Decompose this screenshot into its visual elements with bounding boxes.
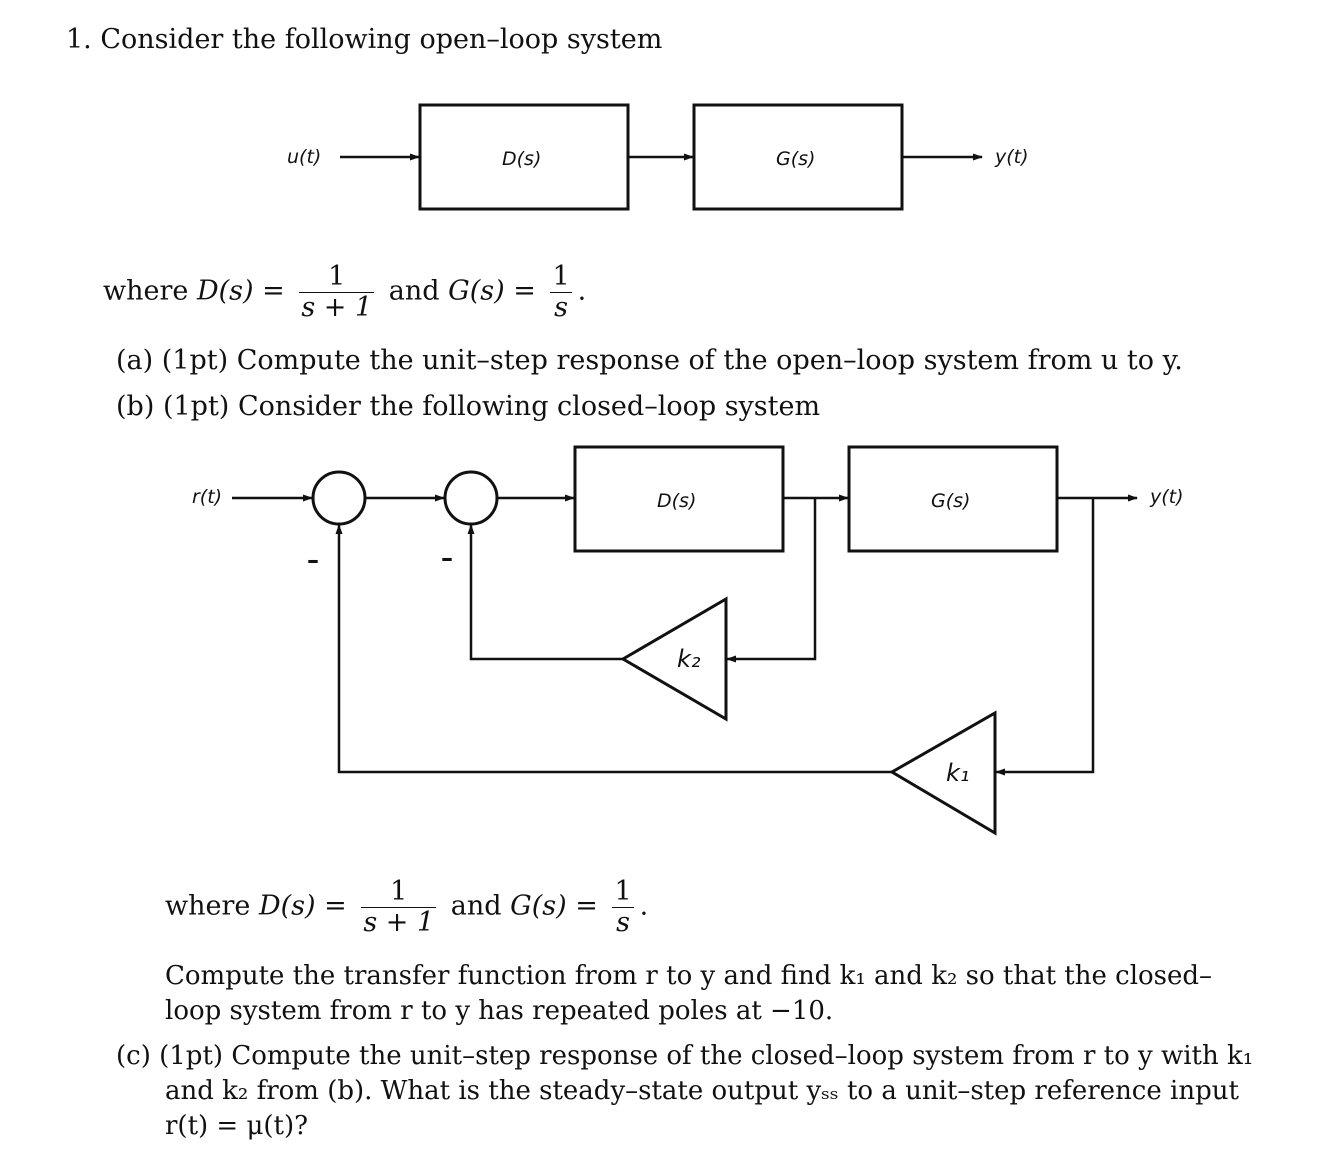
d-lhs: D(s) = <box>196 275 285 307</box>
gain-k1-triangle <box>889 710 997 836</box>
d-fraction-2: 1 s + 1 <box>361 877 437 938</box>
part-b-points: (1pt) <box>162 391 230 422</box>
period: . <box>577 275 587 307</box>
g-fraction: 1 s <box>550 261 572 323</box>
d-lhs-2: D(s) = <box>258 890 347 922</box>
part-c-text1: Compute the unit–step response of the cl… <box>231 1041 1254 1071</box>
part-c-line3: r(t) = μ(t)? <box>165 1111 309 1141</box>
minus-sign-outer: – <box>307 546 319 574</box>
part-a-label: (a) <box>116 345 154 376</box>
d-numerator: 1 <box>299 262 375 293</box>
open-loop-output-label: y(t) <box>994 146 1029 168</box>
open-loop-block-d-label: D(s) <box>502 148 541 170</box>
d-denominator: s + 1 <box>301 291 373 323</box>
where-word: where <box>103 275 189 307</box>
g-lhs-2: G(s) = <box>510 890 598 922</box>
d-fraction: 1 s + 1 <box>299 262 375 323</box>
open-loop-block-g-label: G(s) <box>776 148 815 170</box>
part-a-points: (1pt) <box>161 345 229 376</box>
part-c-line1: (c) (1pt) Compute the unit–step response… <box>116 1043 1253 1069</box>
problem-intro: Consider the following open–loop system <box>100 24 663 55</box>
open-loop-input-label: u(t) <box>287 146 321 168</box>
g-lhs: G(s) = <box>448 275 536 307</box>
gain-k2-triangle <box>620 596 728 722</box>
outer-feedback-path-in <box>995 498 1095 776</box>
definitions-open-loop: where D(s) = 1 s + 1 and G(s) = 1 s . <box>103 262 586 322</box>
closed-loop-diagram <box>232 445 1138 836</box>
part-b: (b) (1pt) Consider the following closed–… <box>116 393 820 420</box>
summing-junction-inner <box>443 470 499 526</box>
closed-loop-block-g-label: G(s) <box>931 490 970 512</box>
problem-number: 1. <box>66 24 92 55</box>
summing-junction-outer <box>311 470 367 526</box>
part-a-text: Compute the unit–step response of the op… <box>236 345 1183 376</box>
part-c-points: (1pt) <box>159 1041 224 1071</box>
where-word-2: where <box>165 890 251 922</box>
closed-loop-output-label: y(t) <box>1149 486 1184 508</box>
g-numerator-2: 1 <box>612 876 634 908</box>
part-c-label: (c) <box>116 1041 151 1071</box>
g-numerator: 1 <box>550 261 572 293</box>
inner-feedback-path-in <box>726 498 817 663</box>
d-denominator-2: s + 1 <box>363 906 435 938</box>
part-b-task-line1: Compute the transfer function from r to … <box>165 961 1213 991</box>
g-denominator-2: s <box>616 906 630 938</box>
and-word: and <box>388 275 440 307</box>
part-a: (a) (1pt) Compute the unit–step response… <box>116 347 1183 374</box>
part-c-line2: and k₂ from (b). What is the steady–stat… <box>165 1076 1239 1106</box>
definitions-closed-loop: where D(s) = 1 s + 1 and G(s) = 1 s . <box>165 877 648 937</box>
g-fraction-2: 1 s <box>612 876 634 938</box>
and-word-2: and <box>450 890 502 922</box>
open-loop-diagram <box>340 103 983 211</box>
minus-sign-inner: – <box>441 544 453 572</box>
problem-header: 1. Consider the following open–loop syst… <box>66 26 662 53</box>
closed-loop-block-d-label: D(s) <box>657 490 696 512</box>
d-numerator-2: 1 <box>361 877 437 908</box>
inner-feedback-path-out <box>467 524 623 661</box>
outer-feedback-path-out <box>335 524 892 774</box>
part-b-label: (b) <box>116 391 155 422</box>
gain-k2-label: k₂ <box>677 645 701 673</box>
gain-k1-label: k₁ <box>946 759 970 787</box>
part-b-text: Consider the following closed–loop syste… <box>237 391 821 422</box>
closed-loop-input-label: r(t) <box>192 486 222 508</box>
g-denominator: s <box>554 291 568 323</box>
period-2: . <box>639 890 649 922</box>
part-b-task-line2: loop system from r to y has repeated pol… <box>165 996 834 1026</box>
